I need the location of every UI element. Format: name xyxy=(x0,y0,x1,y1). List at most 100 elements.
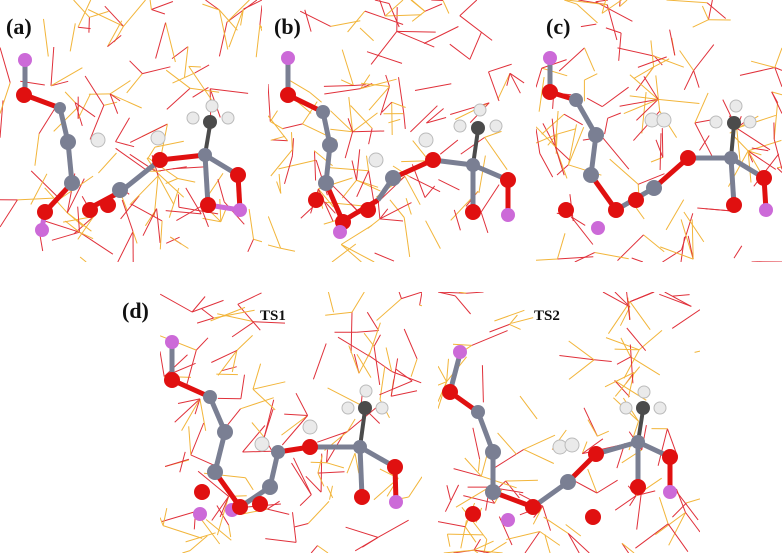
metal-atom xyxy=(60,134,76,150)
framework-bond xyxy=(542,123,556,147)
framework-bond xyxy=(637,56,667,68)
metal-atom xyxy=(485,444,501,460)
framework-bond xyxy=(356,170,370,198)
framework-bond xyxy=(693,70,700,88)
framework-bond xyxy=(614,292,631,308)
framework-bond xyxy=(629,301,651,330)
framework-bond xyxy=(410,105,438,133)
framework-bond xyxy=(471,330,508,346)
oxygen-atom xyxy=(37,204,53,220)
framework-bond xyxy=(401,292,422,300)
framework-bond xyxy=(265,538,297,543)
framework-bond xyxy=(638,173,665,185)
framework-bond xyxy=(210,88,249,94)
framework-bond xyxy=(384,0,404,17)
framework-bond xyxy=(645,66,655,78)
metal-atom xyxy=(271,445,285,459)
framework-bond xyxy=(356,149,361,181)
framework-bond xyxy=(618,32,622,61)
framework-bond xyxy=(446,485,451,501)
framework-bond xyxy=(750,60,775,68)
oxygen-atom xyxy=(630,479,646,495)
hydrogen-atom xyxy=(473,103,487,117)
framework-bond xyxy=(453,468,482,477)
framework-bond xyxy=(536,67,543,88)
oxygen-atom xyxy=(442,384,458,400)
framework-bond xyxy=(478,155,486,193)
oxygen-atom xyxy=(588,446,604,462)
framework-bond xyxy=(190,87,220,93)
metal-atom xyxy=(316,105,330,119)
framework-bond xyxy=(391,390,418,397)
framework-bond xyxy=(237,303,261,331)
hydrogen-atom xyxy=(341,401,355,415)
framework-bond xyxy=(636,99,659,121)
framework-bond xyxy=(199,398,207,431)
framework-bond xyxy=(267,508,290,515)
framework-bond xyxy=(177,194,180,208)
framework-bond xyxy=(446,534,451,547)
dopant-atom xyxy=(281,51,295,65)
oxygen-atom xyxy=(585,509,601,525)
framework-bond xyxy=(195,337,209,351)
panel-label: (a) xyxy=(6,14,32,39)
framework-bond xyxy=(773,102,779,140)
framework-bond xyxy=(524,531,541,553)
framework-bond xyxy=(497,432,518,455)
framework-bond xyxy=(398,292,402,299)
dopant-atom xyxy=(35,223,49,237)
hydrogen-atom xyxy=(90,132,106,148)
framework-bond xyxy=(438,381,447,386)
framework-bond xyxy=(219,496,230,518)
framework-bond xyxy=(66,212,92,232)
framework-bond xyxy=(196,317,214,324)
framework-bond xyxy=(385,74,390,87)
framework-bond xyxy=(161,511,196,523)
framework-bond xyxy=(370,31,398,65)
framework-bond xyxy=(536,258,558,261)
hydrogen-atom xyxy=(743,115,757,129)
framework-bond xyxy=(351,160,357,181)
framework-bond xyxy=(292,512,297,543)
framework-bond xyxy=(255,24,261,58)
framework-bond xyxy=(324,201,336,214)
framework-bond xyxy=(64,220,80,233)
framework-bond xyxy=(565,524,582,537)
carbon-atom xyxy=(727,116,741,130)
oxygen-atom xyxy=(200,197,216,213)
framework-bond xyxy=(444,484,460,512)
hydrogen-atom xyxy=(489,119,503,133)
framework-bond xyxy=(221,366,237,372)
framework-bond xyxy=(438,292,456,297)
framework-bond xyxy=(211,349,238,363)
framework-bond xyxy=(497,73,511,100)
framework-bond xyxy=(403,328,418,360)
framework-bond xyxy=(547,133,558,146)
framework-bond xyxy=(326,485,334,499)
framework-bond xyxy=(202,3,220,11)
framework-bond xyxy=(580,23,597,28)
framework-bond xyxy=(587,419,598,437)
framework-bond xyxy=(409,176,441,193)
framework-bond xyxy=(126,73,143,94)
framework-bond xyxy=(629,344,634,384)
framework-bond xyxy=(77,93,91,119)
framework-bond xyxy=(350,105,373,129)
metal-atom xyxy=(466,158,480,172)
framework-bond xyxy=(17,197,54,201)
framework-bond xyxy=(693,44,715,71)
framework-bond xyxy=(374,252,395,262)
framework-bond xyxy=(581,441,588,454)
framework-bond xyxy=(291,138,294,156)
framework-bond xyxy=(268,83,271,122)
framework-bond xyxy=(165,69,191,89)
framework-bond xyxy=(506,531,540,540)
framework-bond xyxy=(185,532,216,543)
dopant-atom xyxy=(389,495,403,509)
framework-bond xyxy=(359,27,374,42)
framework-bond xyxy=(453,209,461,231)
framework-bond xyxy=(218,21,228,57)
framework-bond xyxy=(64,91,76,103)
framework-bond xyxy=(659,293,692,307)
framework-bond xyxy=(494,309,525,322)
